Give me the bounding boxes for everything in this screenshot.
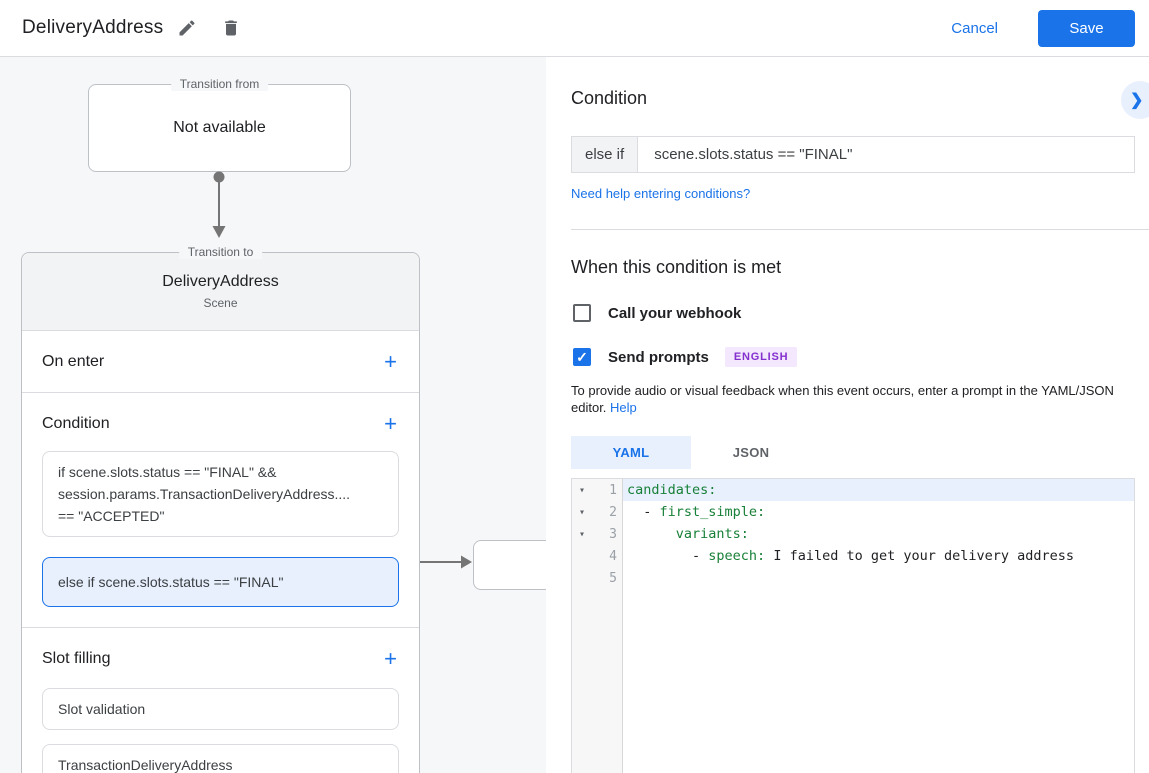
editor-tabs: YAML JSON: [571, 436, 1135, 469]
condition-item[interactable]: if scene.slots.status == "FINAL" && sess…: [42, 451, 399, 537]
slot-filling-label: Slot filling: [42, 650, 111, 667]
add-on-enter-button[interactable]: +: [384, 348, 397, 374]
editor-code-area[interactable]: candidates: - first_simple: variants: - …: [623, 479, 1134, 773]
main-area: Transition from Not available Transition…: [0, 57, 1149, 773]
scene-card-subtitle: Scene: [203, 296, 238, 310]
call-webhook-label: Call your webhook: [608, 304, 742, 322]
yaml-plain: [627, 526, 676, 542]
pencil-icon: [177, 18, 197, 38]
send-prompts-checkbox[interactable]: ✓: [573, 348, 591, 366]
fold-toggle-icon[interactable]: ▾: [578, 484, 586, 496]
call-webhook-checkbox[interactable]: [573, 304, 591, 322]
yaml-key: variants:: [675, 526, 749, 542]
tab-yaml[interactable]: YAML: [571, 436, 691, 469]
transition-from-label: Transition from: [170, 77, 269, 91]
top-bar: DeliveryAddress Cancel Save: [0, 0, 1149, 57]
prompts-description: To provide audio or visual feedback when…: [571, 382, 1127, 416]
condition-item-selected[interactable]: else if scene.slots.status == "FINAL": [42, 557, 399, 607]
yaml-key: candidates:: [627, 482, 717, 498]
fold-toggle-icon[interactable]: ▾: [578, 528, 586, 540]
condition-expression-input[interactable]: [638, 137, 1134, 172]
on-enter-label: On enter: [42, 352, 105, 370]
conditions-help-link[interactable]: Need help entering conditions?: [571, 186, 751, 201]
yaml-key: speech:: [708, 548, 766, 564]
condition-prefix: else if: [572, 137, 639, 172]
code-line-1: candidates:: [623, 479, 1134, 501]
check-icon: ✓: [576, 348, 588, 365]
language-badge: ENGLISH: [724, 347, 798, 367]
condition-editor-panel: ❯ Condition else if Need help entering c…: [546, 57, 1149, 773]
scene-card-title: DeliveryAddress: [162, 273, 279, 290]
yaml-key: first_simple:: [659, 504, 766, 520]
add-condition-button[interactable]: +: [384, 411, 397, 436]
editor-gutter: ▾ 1 ▾ 2 ▾ 3 4 5: [572, 479, 623, 773]
edit-scene-button[interactable]: [167, 8, 207, 48]
save-button[interactable]: Save: [1038, 9, 1135, 47]
prompts-description-text: To provide audio or visual feedback when…: [571, 383, 1114, 415]
code-line-3: variants:: [623, 523, 1134, 545]
slot-transaction-item[interactable]: TransactionDeliveryAddress: [42, 744, 399, 773]
add-slot-button[interactable]: +: [384, 646, 397, 671]
condition-line: else if scene.slots.status == "FINAL": [58, 574, 284, 590]
condition-section-label: Condition: [42, 415, 110, 432]
yaml-plain: I failed to get your delivery address: [765, 548, 1075, 564]
scene-flow-diagram: Transition from Not available Transition…: [0, 57, 546, 773]
line-number: 4: [609, 548, 617, 564]
yaml-plain: -: [627, 504, 660, 520]
transition-target-box[interactable]: [473, 540, 546, 590]
scene-card-header: DeliveryAddress Scene: [22, 253, 419, 331]
trash-icon: [221, 18, 241, 38]
tab-json[interactable]: JSON: [732, 445, 770, 460]
line-number: 1: [609, 482, 617, 498]
webhook-row: Call your webhook: [571, 304, 1135, 322]
fold-toggle-icon[interactable]: ▾: [578, 506, 586, 518]
when-condition-met-title: When this condition is met: [571, 257, 782, 277]
on-enter-row: On enter +: [22, 331, 419, 393]
yaml-plain: -: [627, 548, 709, 564]
send-prompts-label: Send prompts: [608, 348, 709, 366]
slot-validation-item[interactable]: Slot validation: [42, 688, 399, 730]
condition-line: session.params.TransactionDeliveryAddres…: [58, 486, 351, 502]
cancel-button[interactable]: Cancel: [935, 12, 1014, 45]
delete-scene-button[interactable]: [211, 8, 251, 48]
collapse-panel-button[interactable]: ❯: [1121, 81, 1149, 119]
help-link[interactable]: Help: [610, 400, 637, 415]
scene-card: Transition to DeliveryAddress Scene On e…: [21, 245, 420, 773]
page-title: DeliveryAddress: [22, 17, 164, 38]
chevron-right-icon: ❯: [1130, 92, 1144, 109]
line-number: 5: [609, 570, 617, 586]
line-number: 2: [609, 504, 617, 520]
condition-input-row: else if: [571, 136, 1135, 173]
send-prompts-row: ✓ Send prompts ENGLISH: [571, 347, 1135, 367]
condition-line: if scene.slots.status == "FINAL" &&: [58, 464, 277, 480]
transition-from-box: Transition from Not available: [88, 77, 351, 172]
line-number: 3: [609, 526, 617, 542]
transition-from-content: Not available: [173, 119, 266, 136]
code-line-5: [623, 567, 1134, 589]
panel-title: Condition: [571, 88, 648, 108]
condition-section: Condition + if scene.slots.status == "FI…: [22, 393, 419, 628]
section-divider: [571, 229, 1149, 230]
condition-line: == "ACCEPTED": [58, 508, 165, 524]
code-line-2: - first_simple:: [623, 501, 1134, 523]
slot-filling-section: Slot filling + Slot validation Transacti…: [22, 628, 419, 773]
transition-to-label: Transition to: [178, 245, 263, 259]
code-line-4: - speech: I failed to get your delivery …: [623, 545, 1134, 567]
yaml-code-editor[interactable]: ▾ 1 ▾ 2 ▾ 3 4 5 candidates: - first_simple:…: [571, 478, 1135, 773]
